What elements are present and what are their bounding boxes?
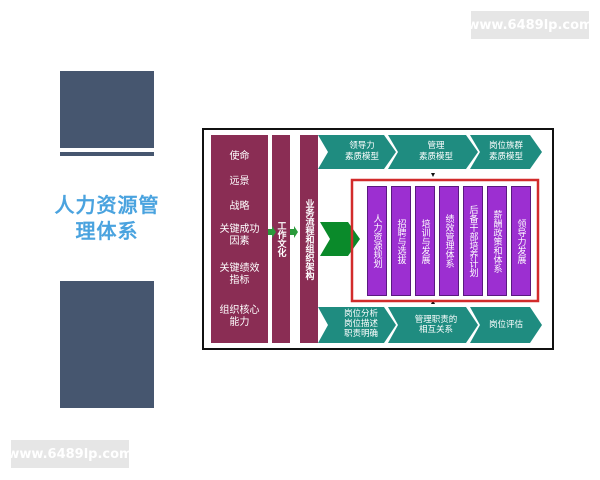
- chevron-top-3: [470, 135, 542, 169]
- bottom-item-label: 管理职责的 相互关系: [414, 315, 458, 335]
- hr-functions-box: [350, 178, 540, 303]
- value-item: 组织核心 能力: [219, 305, 260, 328]
- process-structure-label: 业务流程和组织架构: [303, 198, 314, 280]
- process-structure-column: 业务流程和组织架构: [300, 135, 318, 343]
- hr-function-label: 领导力发展: [515, 218, 526, 264]
- chevron-bottom-2: [388, 307, 478, 343]
- navy-block-top: [60, 71, 154, 148]
- navy-block-bottom: [60, 281, 154, 408]
- page-title: 人力资源管 理体系: [30, 192, 184, 244]
- value-item: 关键成功 因素: [219, 224, 260, 247]
- arrow-right-icon: [268, 226, 276, 238]
- page-title-line2: 理体系: [75, 219, 139, 243]
- top-model-label: 领导力 素质模型: [344, 141, 379, 162]
- hr-function-bar: 后备干部培养计划: [463, 186, 483, 296]
- diagram-arrows: [268, 135, 542, 343]
- hr-function-label: 培训与发展: [419, 218, 430, 264]
- hr-function-bar: 薪酬政策和体系: [487, 186, 507, 296]
- chevron-bottom-3: [470, 307, 542, 343]
- value-item: 战略: [229, 201, 250, 212]
- watermark-top: www.6489lp.com: [467, 11, 593, 39]
- hr-function-bar: 绩效管理体系: [439, 186, 459, 296]
- bottom-item-label: 岗位评估: [488, 320, 523, 330]
- work-culture-label: 工作文化: [275, 221, 286, 257]
- hr-function-bar: 招聘与选拔: [391, 186, 411, 296]
- hr-function-label: 后备干部培养计划: [467, 205, 478, 277]
- work-culture-column: 工作文化: [272, 135, 290, 343]
- bottom-item-label: 岗位分析 岗位描述 职责明确: [343, 309, 378, 339]
- watermark-bottom: www.6489lp.com: [7, 440, 133, 468]
- arrow-down-icon: [431, 173, 435, 177]
- hr-function-label: 招聘与选拔: [395, 218, 406, 264]
- hr-function-label: 薪酬政策和体系: [491, 209, 502, 273]
- values-column: [211, 135, 268, 343]
- hr-function-bar: 人力资源规划: [367, 186, 387, 296]
- chevron-bottom-1: [318, 307, 396, 343]
- hr-function-label: 人力资源规划: [371, 214, 382, 268]
- value-item: 远景: [229, 176, 250, 187]
- top-model-label: 管理 素质模型: [418, 141, 453, 162]
- chevron-top-1: [318, 135, 396, 169]
- value-item: 关键绩效 指标: [219, 263, 260, 286]
- page-title-line1: 人力资源管: [54, 193, 160, 217]
- top-model-label: 岗位族群 素质模型: [488, 141, 523, 162]
- hr-function-bar: 培训与发展: [415, 186, 435, 296]
- chevron-right-icon: [320, 222, 360, 256]
- hr-function-label: 绩效管理体系: [443, 214, 454, 268]
- navy-divider: [60, 152, 154, 156]
- chevron-top-2: [388, 135, 478, 169]
- hr-function-bar: 领导力发展: [511, 186, 531, 296]
- value-item: 使命: [229, 151, 250, 162]
- arrow-right-icon: [290, 226, 298, 238]
